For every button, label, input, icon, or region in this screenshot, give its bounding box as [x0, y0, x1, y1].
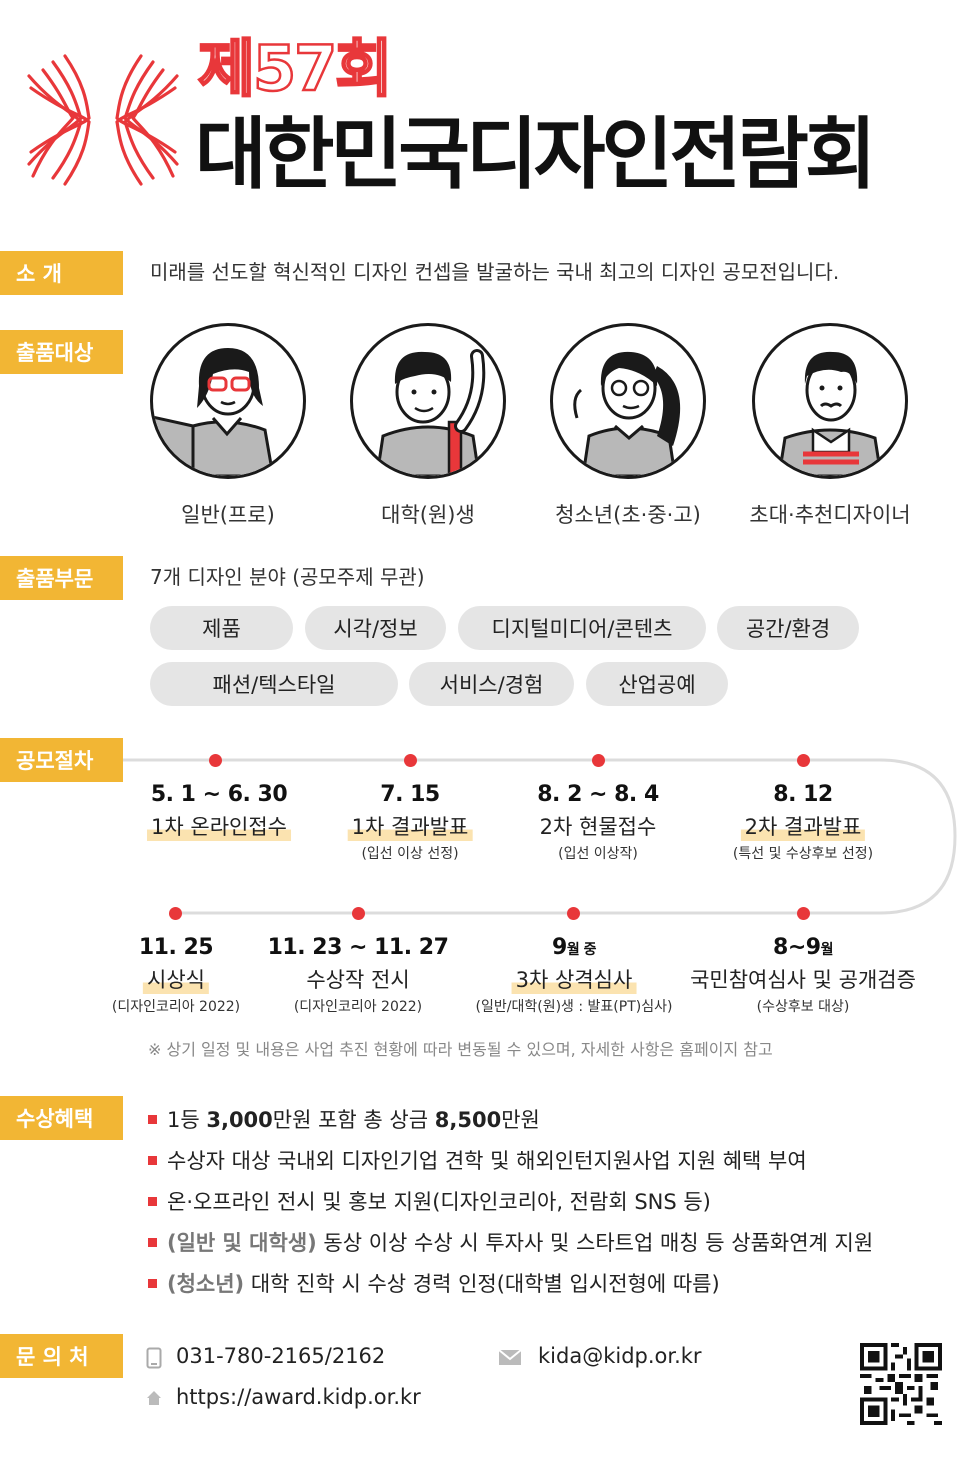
step-date: 8. 12	[773, 782, 833, 807]
step-sub: (디자인코리아 2022)	[293, 999, 423, 1015]
benefit-text: 온·오프라인 전시 및 홍보 지원(디자인코리아, 전람회 SNS 등)	[167, 1190, 711, 1214]
step-date: 5. 1 ~ 6. 30	[150, 782, 288, 807]
benefit-total-prize: 8,500	[434, 1108, 502, 1132]
section-label-intro: 소 개	[0, 251, 123, 295]
step-award-ceremony: 11. 25 시상식 (디자인코리아 2022)	[112, 935, 240, 1016]
step-exhibition: 11. 23 ~ 11. 27 수상작 전시 (디자인코리아 2022)	[268, 935, 449, 1016]
avatar-university	[350, 323, 506, 479]
section-label-category: 출품부문	[0, 556, 123, 600]
step-second-result: 8. 12 2차 결과발표 (특선 및 수상후보 선정)	[733, 782, 873, 863]
benefit-tag: (일반 및 대학생)	[167, 1231, 317, 1255]
step-date: 11. 23 ~ 11. 27	[267, 935, 449, 960]
qr-code-icon[interactable]	[860, 1343, 942, 1425]
benefit-text: 수상자 대상 국내외 디자인기업 견학 및 해외인턴지원사업 지원 혜택 부여	[167, 1149, 807, 1173]
step-first-result: 7. 15 1차 결과발표 (입선 이상 선정)	[347, 782, 473, 863]
timeline-dot	[797, 907, 810, 920]
bullet-icon	[148, 1155, 157, 1165]
category-digital-media: 디지털미디어/콘텐츠	[458, 606, 706, 650]
benefit-item: 온·오프라인 전시 및 홍보 지원(디자인코리아, 전람회 SNS 등)	[148, 1186, 711, 1216]
category-product: 제품	[150, 606, 293, 650]
bullet-icon	[148, 1237, 157, 1247]
step-name: 수상작 전시	[306, 968, 410, 992]
target-label-university: 대학(원)생	[381, 503, 475, 527]
step-name: 1차 결과발표	[347, 811, 473, 841]
step-date: 7. 15	[380, 782, 440, 807]
step-name: 국민참여심사 및 공개검증	[690, 968, 916, 992]
step-name: 1차 온라인접수	[147, 811, 291, 841]
section-label-target: 출품대상	[0, 330, 123, 374]
timeline-dot	[209, 754, 222, 767]
section-label-process: 공모절차	[0, 738, 123, 782]
benefit-item: 수상자 대상 국내외 디자인기업 견학 및 해외인턴지원사업 지원 혜택 부여	[148, 1145, 807, 1175]
timeline-dot	[404, 754, 417, 767]
category-description: 7개 디자인 분야 (공모주제 무관)	[150, 565, 425, 589]
category-craft: 산업공예	[586, 662, 728, 706]
step-name: 시상식	[143, 964, 209, 994]
benefit-text: 만원	[501, 1108, 540, 1132]
section-label-awards: 수상혜택	[0, 1096, 123, 1140]
benefit-text: 만원 포함 총 상금	[272, 1108, 435, 1132]
step-sub: (특선 및 수상후보 선정)	[732, 846, 874, 862]
benefit-item: (청소년) 대학 진학 시 수상 경력 인정(대학별 입시전형에 따름)	[148, 1268, 720, 1298]
step-name: 2차 현물접수	[539, 815, 657, 839]
benefit-text: 대학 진학 시 수상 경력 인정(대학별 입시전형에 따름)	[244, 1272, 720, 1296]
avatar-invited-designer	[752, 323, 908, 479]
section-label-contact: 문 의 처	[0, 1334, 123, 1378]
contact-phone[interactable]: 031-780-2165/2162	[176, 1344, 386, 1368]
step-date: 8. 2 ~ 8. 4	[537, 782, 659, 807]
edition-title: 제57회	[197, 32, 394, 105]
mail-icon	[498, 1349, 522, 1365]
target-label-general: 일반(프로)	[181, 503, 275, 527]
timeline-dot	[797, 754, 810, 767]
intro-text: 미래를 선도할 혁신적인 디자인 컨셉을 발굴하는 국내 최고의 디자인 공모전…	[150, 260, 840, 284]
phone-icon	[146, 1347, 162, 1369]
category-space: 공간/환경	[717, 606, 859, 650]
process-note: ※ 상기 일정 및 내용은 사업 추진 현황에 따라 변동될 수 있으며, 자세…	[148, 1040, 773, 1059]
step-date: 9	[552, 935, 567, 960]
step-name: 2차 결과발표	[740, 811, 866, 841]
contact-website[interactable]: https://award.kidp.or.kr	[176, 1385, 421, 1409]
bullet-icon	[148, 1196, 157, 1206]
avatar-youth	[550, 323, 706, 479]
step-date: 11. 25	[138, 935, 214, 960]
benefit-tag: (청소년)	[167, 1272, 245, 1296]
category-visual: 시각/정보	[305, 606, 446, 650]
step-sub: (일반/대학(원)생 : 발표(PT)심사)	[475, 999, 673, 1015]
step-sub: (입선 이상 선정)	[361, 846, 459, 862]
benefit-text: 1등	[167, 1108, 207, 1132]
benefit-item: (일반 및 대학생) 동상 이상 수상 시 투자사 및 스타트업 매칭 등 상품…	[148, 1227, 873, 1257]
step-date: 8~9	[773, 935, 821, 960]
step-sub: (입선 이상작)	[558, 846, 638, 862]
target-label-invited: 초대·추천디자이너	[749, 503, 911, 527]
exhibition-logo	[27, 54, 179, 186]
exhibition-title: 대한민국디자인전람회	[195, 110, 877, 200]
target-label-youth: 청소년(초·중·고)	[555, 503, 701, 527]
step-date-suffix: 월 중	[566, 942, 597, 958]
step-physical-submission: 8. 2 ~ 8. 4 2차 현물접수 (입선 이상작)	[536, 782, 661, 863]
benefit-text: 동상 이상 수상 시 투자사 및 스타트업 매칭 등 상품화연계 지원	[316, 1231, 874, 1255]
timeline-dot	[169, 907, 182, 920]
step-third-judging: 9월 중 3차 상격심사 (일반/대학(원)생 : 발표(PT)심사)	[476, 935, 673, 1016]
category-fashion: 패션/텍스타일	[150, 662, 398, 706]
home-icon	[147, 1391, 161, 1405]
step-online-submission: 5. 1 ~ 6. 30 1차 온라인접수	[147, 782, 291, 841]
step-public-judging: 8~9월 국민참여심사 및 공개검증 (수상후보 대상)	[686, 935, 920, 1016]
timeline-dot	[352, 907, 365, 920]
bullet-icon	[148, 1278, 157, 1288]
step-sub: (디자인코리아 2022)	[111, 999, 241, 1015]
avatar-general	[150, 323, 306, 479]
contact-email[interactable]: kida@kidp.or.kr	[538, 1344, 702, 1368]
timeline-dot	[592, 754, 605, 767]
step-date-suffix: 월	[820, 942, 834, 958]
step-name: 3차 상격심사	[511, 964, 637, 994]
benefit-item: 1등 3,000만원 포함 총 상금 8,500만원	[148, 1104, 540, 1134]
step-sub: (수상후보 대상)	[756, 999, 850, 1015]
timeline-dot	[567, 907, 580, 920]
benefit-first-prize: 3,000	[206, 1108, 273, 1132]
bullet-icon	[148, 1114, 157, 1124]
category-service: 서비스/경험	[409, 662, 574, 706]
